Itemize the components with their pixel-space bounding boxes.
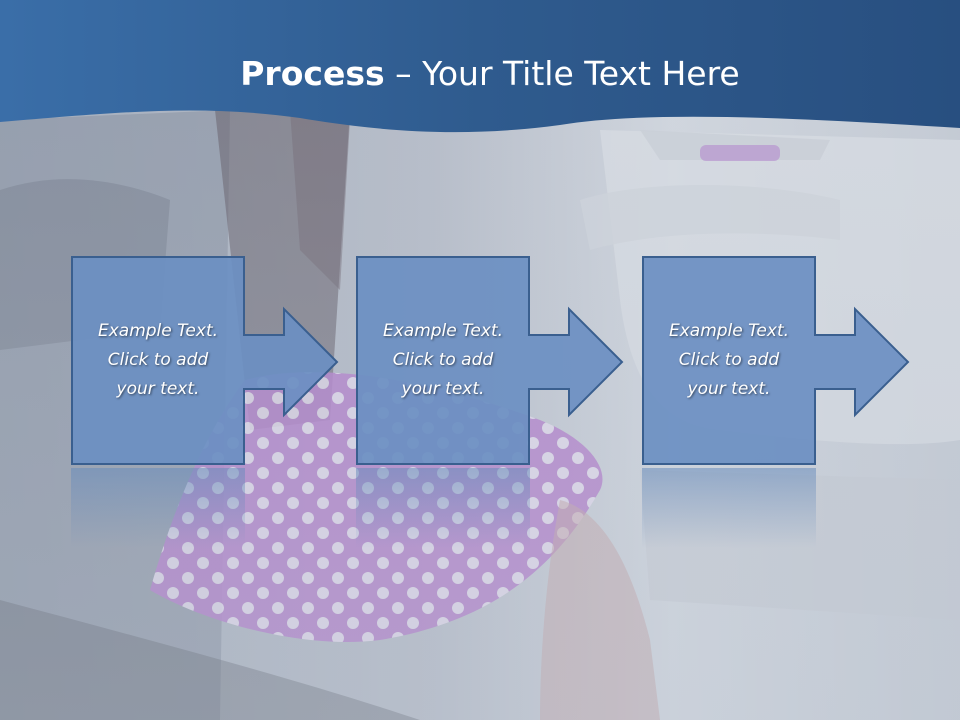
- step-line-1: Example Text.: [97, 320, 219, 341]
- step-line-2: Click to add: [392, 349, 494, 370]
- step-line-2: Click to add: [107, 349, 209, 370]
- step-line-2: Click to add: [678, 349, 780, 370]
- step-text-box[interactable]: Example Text. Click to add your text.: [356, 256, 530, 464]
- page-title: Process – Your Title Text Here: [0, 52, 960, 96]
- title-bold: Process: [240, 54, 385, 93]
- step-line-3: your text.: [401, 378, 485, 399]
- title-rest: – Your Title Text Here: [384, 54, 740, 93]
- step-reflection: [356, 468, 530, 548]
- process-step-2[interactable]: Example Text. Click to add your text.: [356, 256, 626, 466]
- header-banner: [0, 0, 960, 133]
- step-line-1: Example Text.: [668, 320, 790, 341]
- step-text-box[interactable]: Example Text. Click to add your text.: [642, 256, 816, 464]
- step-reflection: [71, 468, 245, 548]
- step-text: Example Text. Click to add your text.: [83, 317, 233, 404]
- step-reflection: [642, 468, 816, 548]
- arrow-right-icon: [71, 256, 339, 465]
- arrow-right-icon: [356, 256, 624, 465]
- step-text: Example Text. Click to add your text.: [654, 317, 804, 404]
- step-line-1: Example Text.: [382, 320, 504, 341]
- step-line-3: your text.: [687, 378, 771, 399]
- process-step-3[interactable]: Example Text. Click to add your text.: [642, 256, 912, 466]
- process-step-1[interactable]: Example Text. Click to add your text.: [71, 256, 341, 466]
- arrow-right-icon: [642, 256, 910, 465]
- step-text: Example Text. Click to add your text.: [368, 317, 518, 404]
- step-line-3: your text.: [116, 378, 200, 399]
- step-text-box[interactable]: Example Text. Click to add your text.: [71, 256, 245, 464]
